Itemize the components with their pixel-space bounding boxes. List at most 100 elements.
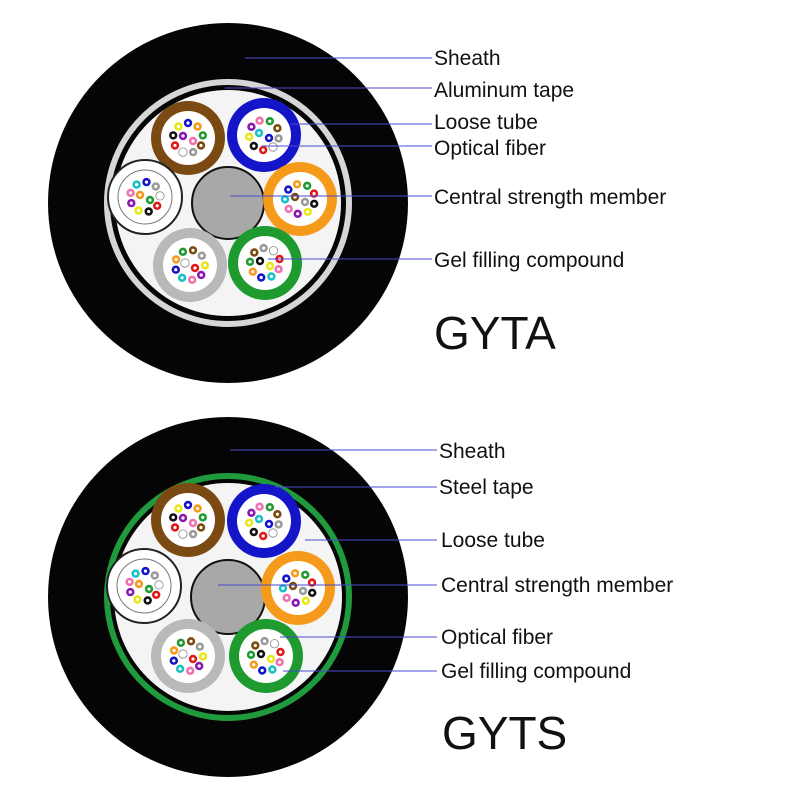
- optical-fiber: [190, 263, 200, 273]
- optical-fiber: [174, 122, 183, 131]
- optical-fiber: [180, 258, 190, 268]
- label-optical-fiber: Optical fiber: [441, 626, 553, 649]
- optical-fiber-core: [171, 515, 175, 520]
- optical-fiber: [249, 141, 258, 151]
- optical-fiber-core: [306, 210, 310, 214]
- gyta-leader-lines: [225, 57, 432, 260]
- optical-fiber: [282, 593, 291, 603]
- optical-fiber-core: [269, 657, 273, 661]
- optical-fiber-core: [283, 197, 287, 201]
- optical-fiber-core: [181, 150, 185, 154]
- optical-fiber: [134, 206, 143, 215]
- optical-fiber-core: [158, 194, 162, 198]
- optical-fiber: [126, 587, 135, 597]
- optical-fiber: [198, 513, 207, 522]
- optical-fiber-core: [189, 639, 193, 643]
- optical-fiber-core: [262, 246, 266, 250]
- optical-fiber: [258, 666, 267, 675]
- diagram-title-gyts: GYTS: [442, 707, 567, 759]
- optical-fiber: [197, 270, 206, 280]
- optical-fiber-core: [203, 263, 207, 267]
- loose-tube: [261, 551, 335, 625]
- optical-fiber: [282, 574, 291, 583]
- optical-fiber: [308, 588, 317, 597]
- optical-fiber: [290, 569, 300, 578]
- optical-fiber: [274, 134, 283, 143]
- optical-fiber: [178, 147, 188, 157]
- optical-fiber: [188, 246, 198, 255]
- optical-fiber-core: [193, 266, 197, 270]
- optical-fiber: [274, 520, 283, 529]
- optical-fiber-core: [148, 198, 152, 202]
- optical-fiber: [303, 207, 312, 216]
- optical-fiber: [188, 136, 198, 146]
- optical-fiber: [183, 118, 193, 128]
- optical-fiber-core: [258, 505, 262, 509]
- optical-fiber: [249, 527, 258, 537]
- loose-tube: [229, 619, 303, 693]
- optical-fiber: [196, 523, 206, 532]
- optical-fiber-core: [196, 124, 200, 129]
- optical-fiber: [178, 649, 188, 659]
- optical-fiber: [298, 586, 308, 596]
- loose-tube: [151, 619, 225, 693]
- loose-tube: [153, 228, 227, 302]
- optical-fiber: [188, 147, 198, 157]
- loose-tube: [151, 483, 225, 557]
- optical-fiber-core: [128, 580, 132, 584]
- optical-fiber: [193, 504, 202, 513]
- optical-fiber-core: [190, 278, 194, 282]
- loose-tube: [263, 162, 337, 236]
- optical-fiber-core: [267, 136, 271, 140]
- optical-fiber: [265, 503, 274, 512]
- optical-fiber-core: [176, 506, 180, 511]
- optical-fiber-core: [275, 512, 279, 516]
- optical-fiber: [288, 581, 298, 591]
- optical-fiber-core: [146, 598, 150, 603]
- optical-fiber: [198, 131, 207, 140]
- optical-fiber: [174, 504, 183, 513]
- optical-fiber-core: [272, 642, 277, 646]
- gel-filling-compound: [273, 172, 327, 226]
- optical-fiber: [169, 131, 178, 140]
- optical-fiber: [197, 251, 206, 260]
- optical-fiber-core: [293, 571, 297, 575]
- optical-fiber-core: [157, 583, 161, 587]
- optical-fiber-core: [143, 569, 148, 573]
- optical-fiber: [310, 199, 319, 208]
- optical-fiber-core: [191, 139, 195, 143]
- optical-fiber: [150, 571, 159, 580]
- optical-fiber: [284, 204, 293, 214]
- optical-fiber: [247, 122, 256, 131]
- optical-fiber-core: [284, 577, 288, 581]
- optical-fiber: [275, 658, 284, 667]
- optical-fiber-core: [186, 503, 190, 507]
- optical-fiber-core: [268, 119, 272, 123]
- optical-fiber-core: [144, 180, 149, 184]
- label-sheath: Sheath: [439, 440, 506, 463]
- optical-fiber: [145, 195, 155, 205]
- optical-fiber: [133, 595, 142, 604]
- optical-fiber: [175, 664, 185, 673]
- optical-fiber: [245, 257, 255, 266]
- label-sheath: Sheath: [434, 47, 501, 70]
- optical-fiber: [155, 191, 165, 201]
- optical-fiber: [265, 117, 274, 126]
- gyts-cable-diagram: Sheath Steel tape Loose tube Central str…: [48, 417, 673, 777]
- optical-fiber-core: [173, 525, 177, 530]
- label-central-strength-member: Central strength member: [441, 574, 673, 597]
- optical-fiber-core: [249, 511, 253, 515]
- optical-fiber-core: [191, 532, 195, 536]
- optical-fiber: [144, 207, 153, 216]
- optical-fiber-core: [301, 589, 305, 593]
- optical-fiber: [154, 580, 164, 590]
- optical-fiber: [273, 510, 282, 519]
- optical-fiber-core: [285, 596, 289, 600]
- optical-fiber: [127, 198, 136, 208]
- optical-fiber-core: [277, 136, 281, 140]
- optical-fiber-core: [199, 273, 203, 277]
- optical-fiber: [278, 584, 288, 593]
- optical-fiber: [244, 518, 254, 527]
- optical-fiber: [293, 209, 302, 218]
